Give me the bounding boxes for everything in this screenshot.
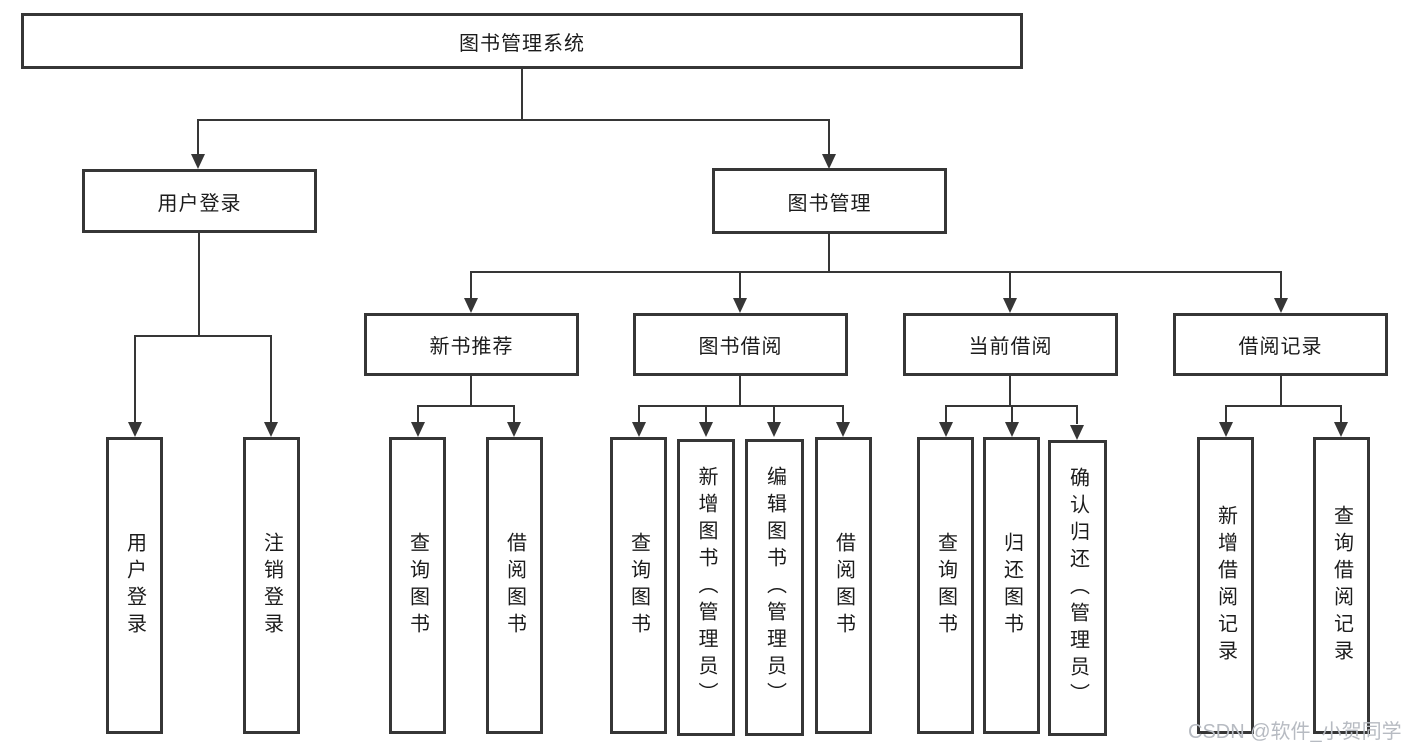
connector-user-login-stem — [198, 233, 200, 336]
leaf-cb-query-book: 查询图书 — [917, 437, 974, 734]
connector-book-borrow-stem — [739, 376, 741, 407]
leaf-bb-add-book: 新增图书（管理员） — [677, 439, 735, 736]
arrowhead-user-login — [191, 154, 205, 169]
leaf-logout-label: 注销登录 — [260, 531, 283, 640]
arrowhead-rec-borrow — [507, 422, 521, 437]
leaf-cb-confirm-return: 确认归还（管理员） — [1048, 440, 1107, 736]
leaf-bb-edit-book: 编辑图书（管理员） — [745, 439, 804, 736]
csdn-watermark: CSDN @软件_小贺同学 — [1188, 721, 1402, 743]
leaf-rec-borrow-book-label: 借阅图书 — [503, 531, 526, 640]
connector-drop-bb-borrow — [842, 405, 844, 424]
connector-new-book-rail — [417, 405, 515, 407]
connector-drop-rec-borrow — [513, 405, 515, 424]
connector-drop-br-query — [1340, 405, 1342, 424]
leaf-cb-confirm-return-label: 确认归还（管理员） — [1066, 466, 1089, 710]
connector-new-book-stem — [470, 376, 472, 407]
node-current-borrow: 当前借阅 — [903, 313, 1118, 376]
arrowhead-book-mgmt — [822, 154, 836, 169]
leaf-bb-edit-book-label: 编辑图书（管理员） — [763, 466, 786, 709]
arrowhead-br-query — [1334, 422, 1348, 437]
leaf-bb-borrow-book-label: 借阅图书 — [832, 531, 855, 640]
node-book-mgmt-label: 图书管理 — [787, 192, 872, 215]
connector-root-rail — [197, 119, 830, 121]
node-book-borrow: 图书借阅 — [633, 313, 848, 376]
arrowhead-borrow-record — [1274, 298, 1288, 313]
leaf-cb-query-book-label: 查询图书 — [934, 531, 957, 640]
leaf-user-login-label: 用户登录 — [123, 531, 146, 640]
leaf-br-add-record: 新增借阅记录 — [1197, 437, 1254, 734]
leaf-user-login: 用户登录 — [106, 437, 163, 734]
node-user-login: 用户登录 — [82, 169, 317, 233]
arrowhead-leaf-logout — [264, 422, 278, 437]
leaf-rec-borrow-book: 借阅图书 — [486, 437, 543, 734]
connector-drop-book-borrow — [739, 271, 741, 300]
leaf-cb-return-book: 归还图书 — [983, 437, 1040, 734]
node-borrow-record-label: 借阅记录 — [1238, 336, 1323, 358]
node-user-login-label: 用户登录 — [157, 192, 242, 215]
connector-drop-bb-edit — [773, 405, 775, 424]
leaf-br-query-record: 查询借阅记录 — [1313, 437, 1370, 734]
leaf-rec-query-book: 查询图书 — [389, 437, 446, 734]
node-root: 图书管理系统 — [21, 13, 1023, 69]
leaf-rec-query-book-label: 查询图书 — [406, 531, 429, 640]
arrowhead-cb-return — [1005, 422, 1019, 437]
connector-borrow-record-stem — [1280, 376, 1282, 407]
leaf-br-query-record-label: 查询借阅记录 — [1330, 504, 1353, 667]
connector-book-mgmt-rail — [470, 271, 1282, 273]
leaf-bb-add-book-label: 新增图书（管理员） — [695, 466, 717, 709]
node-root-label: 图书管理系统 — [459, 32, 585, 55]
connector-drop-cb-confirm — [1076, 405, 1078, 424]
connector-drop-leaf-logout — [270, 335, 272, 424]
arrowhead-bb-edit — [767, 422, 781, 437]
connector-drop-bb-query — [638, 405, 640, 424]
connector-drop-bb-add — [705, 405, 707, 424]
connector-borrow-record-rail — [1225, 405, 1342, 407]
leaf-bb-query-book: 查询图书 — [610, 437, 667, 734]
arrowhead-new-book — [464, 298, 478, 313]
arrowhead-bb-add — [699, 422, 713, 437]
connector-drop-book-mgmt — [828, 119, 830, 156]
connector-drop-rec-query — [417, 405, 419, 424]
node-book-mgmt: 图书管理 — [712, 168, 947, 234]
connector-book-borrow-rail — [638, 405, 844, 407]
arrowhead-leaf-login — [128, 422, 142, 437]
node-current-borrow-label: 当前借阅 — [968, 336, 1053, 358]
connector-drop-cb-return — [1011, 405, 1013, 424]
arrowhead-current-borrow — [1003, 298, 1017, 313]
connector-current-borrow-stem — [1009, 376, 1011, 407]
node-borrow-record: 借阅记录 — [1173, 313, 1388, 376]
leaf-cb-return-book-label: 归还图书 — [1000, 531, 1023, 640]
leaf-bb-borrow-book: 借阅图书 — [815, 437, 872, 734]
connector-drop-current-borrow — [1009, 271, 1011, 300]
connector-drop-user-login — [197, 119, 199, 156]
arrowhead-cb-query — [939, 422, 953, 437]
connector-drop-leaf-login — [134, 335, 136, 424]
arrowhead-bb-query — [632, 422, 646, 437]
node-book-borrow-label: 图书借阅 — [698, 336, 783, 358]
arrowhead-br-add — [1219, 422, 1233, 437]
connector-user-login-rail — [134, 335, 272, 337]
connector-drop-new-book — [470, 271, 472, 300]
connector-root-stem — [521, 69, 523, 120]
connector-drop-br-add — [1225, 405, 1227, 424]
arrowhead-bb-borrow — [836, 422, 850, 437]
node-new-book-rec-label: 新书推荐 — [429, 336, 514, 358]
connector-drop-borrow-record — [1280, 271, 1282, 300]
connector-drop-cb-query — [945, 405, 947, 424]
connector-book-mgmt-stem — [828, 234, 830, 272]
arrowhead-rec-query — [411, 422, 425, 437]
arrowhead-cb-confirm — [1070, 425, 1084, 440]
leaf-br-add-record-label: 新增借阅记录 — [1214, 504, 1237, 667]
node-new-book-rec: 新书推荐 — [364, 313, 579, 376]
leaf-logout: 注销登录 — [243, 437, 300, 734]
arrowhead-book-borrow — [733, 298, 747, 313]
leaf-bb-query-book-label: 查询图书 — [627, 531, 650, 640]
